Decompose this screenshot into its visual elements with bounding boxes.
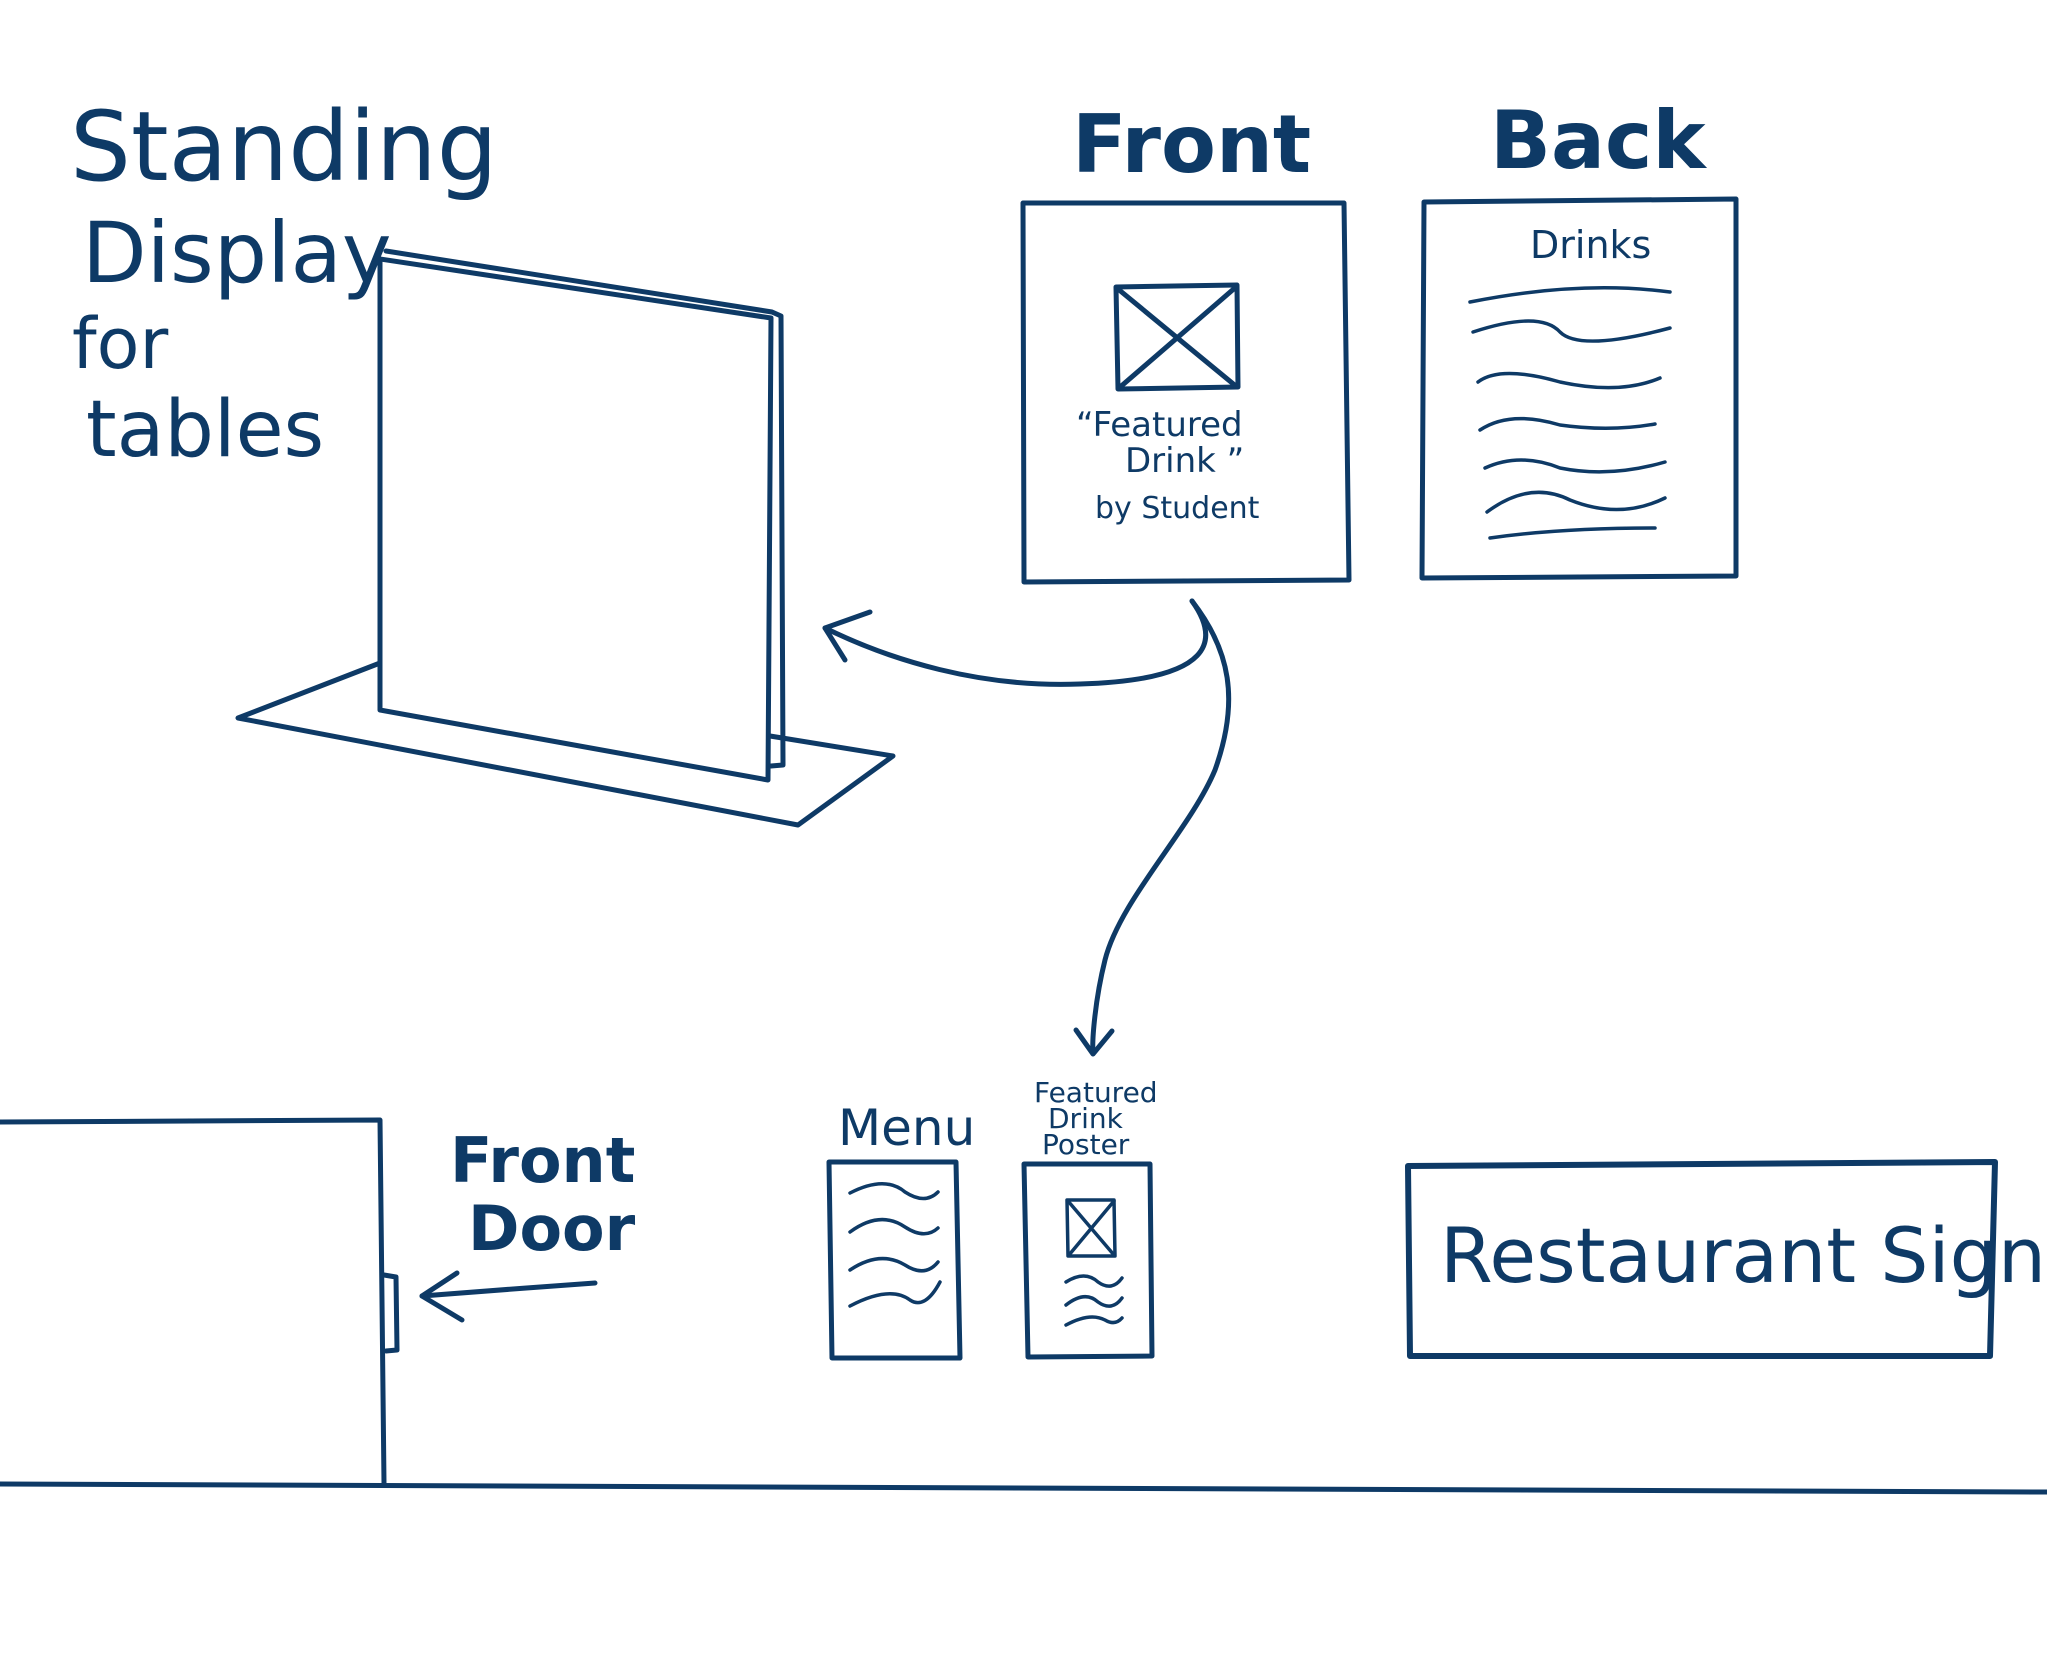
front-heading: Front <box>1072 98 1311 191</box>
image-placeholder-icon <box>1065 1198 1117 1258</box>
front-door: Front Door <box>0 1117 636 1486</box>
featured-drink-line3: by Student <box>1095 491 1260 526</box>
back-card-border <box>1419 196 1739 581</box>
front-card-border <box>1020 200 1352 585</box>
text-lines-icon <box>848 1182 942 1308</box>
standing-display-title: Standing Display for tables <box>70 91 498 475</box>
standing-display-drawing <box>235 248 896 828</box>
menu-card-border <box>826 1159 963 1361</box>
door-outline <box>0 1117 387 1486</box>
signage-border <box>1405 1159 1998 1359</box>
door-handle <box>381 1272 400 1354</box>
poster-border <box>1021 1161 1155 1360</box>
display-front-panel <box>377 256 774 783</box>
poster-label-line3: Poster <box>1042 1128 1130 1161</box>
featured-drink-line2: Drink ” <box>1125 441 1244 481</box>
standing-title-line3: for <box>72 303 168 385</box>
drinks-heading: Drinks <box>1530 223 1651 267</box>
signage-label: Restaurant Signage <box>1440 1211 2047 1300</box>
standing-title-line2: Display <box>82 204 392 302</box>
image-placeholder-icon <box>1113 282 1241 392</box>
back-card: Back Drinks <box>1419 94 1739 581</box>
front-door-label-line1: Front <box>450 1124 635 1197</box>
front-card: Front “Featured Drink ” by Student <box>1020 98 1352 585</box>
featured-drink-line1: “Featured <box>1076 405 1243 445</box>
menu-card: Menu <box>826 1099 975 1361</box>
arrow-to-poster <box>1090 598 1232 1055</box>
text-lines-icon <box>1064 1274 1124 1327</box>
poster-label-line2: Drink <box>1048 1102 1124 1135</box>
standing-title-line4: tables <box>86 385 324 475</box>
restaurant-signage: Restaurant Signage <box>1405 1159 2047 1359</box>
front-door-label-line2: Door <box>468 1192 636 1265</box>
arrow-icon <box>822 598 1232 1057</box>
featured-drink-poster: Featured Drink Poster <box>1021 1076 1158 1360</box>
poster-label-line1: Featured <box>1034 1076 1158 1109</box>
arrow-to-door <box>419 1280 598 1299</box>
menu-label: Menu <box>838 1099 975 1157</box>
standing-title-line1: Standing <box>70 91 498 203</box>
display-base <box>235 660 896 828</box>
arrow-to-display <box>822 598 1209 687</box>
text-lines-icon <box>1468 286 1672 540</box>
display-back-panel <box>383 248 786 769</box>
floor-line <box>0 1481 2047 1495</box>
back-heading: Back <box>1490 94 1707 187</box>
